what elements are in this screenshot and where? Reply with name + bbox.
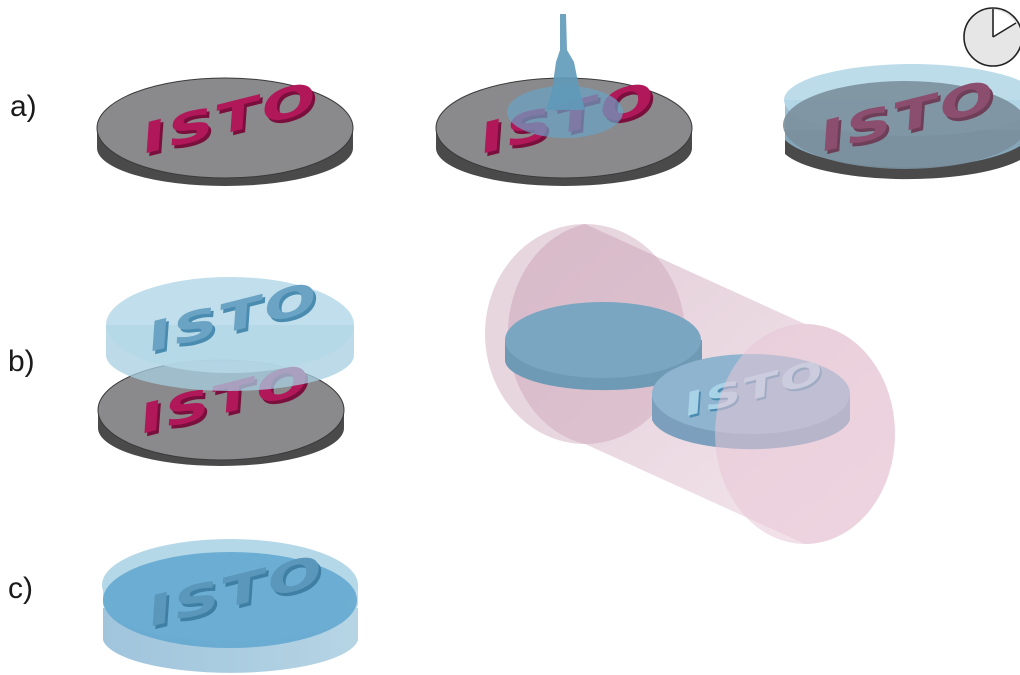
silicone-replica-b1: ISTO ISTO: [106, 271, 354, 391]
silicone-stream: [546, 14, 585, 110]
clock-icon: [964, 8, 1020, 66]
covered-disk-a3: ISTO ISTO: [783, 64, 1020, 179]
master-disk-a2: ISTO ISTO: [436, 14, 692, 186]
cylinder-front-face: [715, 324, 895, 544]
bonded-disks-c: ISTO ISTO: [102, 539, 358, 673]
master-disk-a1: ISTO ISTO: [97, 71, 353, 186]
